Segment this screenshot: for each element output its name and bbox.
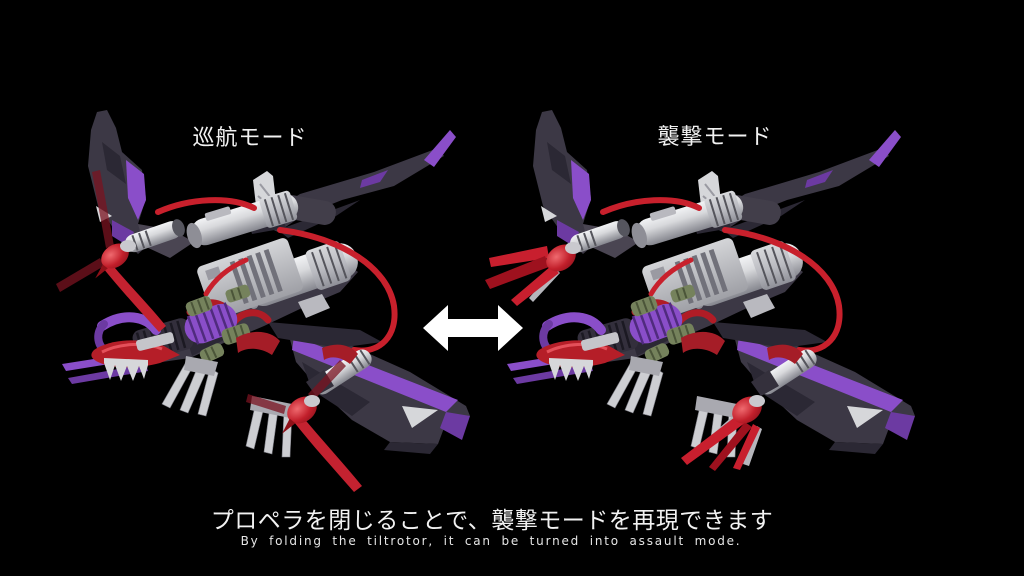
rotors-open (56, 170, 362, 492)
swap-arrow-icon (423, 305, 523, 351)
mech-body (507, 110, 915, 457)
caption-japanese: プロペラを閉じることで、襲撃モードを再現できます (210, 508, 774, 534)
mech-assault-mode (485, 110, 915, 471)
caption-english: By folding the tiltrotor, it can be turn… (240, 534, 742, 548)
assault-mode-label: 襲撃モード (657, 125, 773, 150)
mech-cruise-mode (56, 110, 470, 492)
cruise-mode-label: 巡航モード (192, 126, 308, 151)
rotors-folded (485, 242, 765, 471)
